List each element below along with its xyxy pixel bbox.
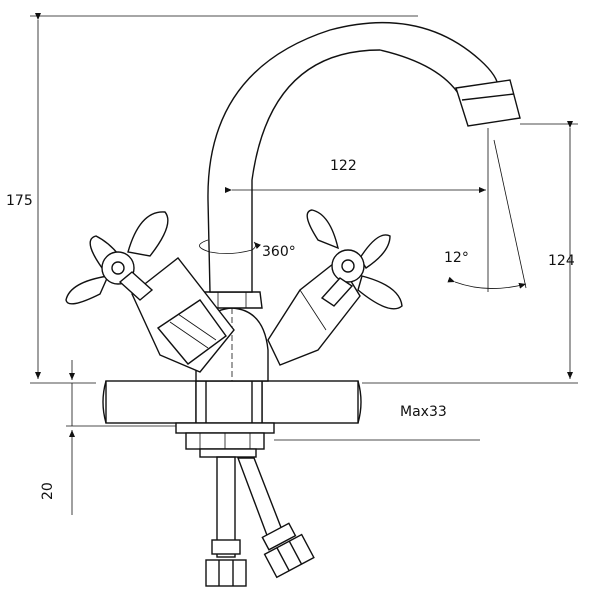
dimension-122-label: 122 xyxy=(330,158,357,174)
angle-12-label: 12° xyxy=(444,250,469,266)
rotation-label: 360° xyxy=(262,244,296,260)
angle-12: 12° xyxy=(444,139,527,289)
dimension-175: 175 xyxy=(6,13,418,384)
dimension-124: 124 xyxy=(362,121,578,384)
dimension-max33: Max33 xyxy=(274,404,480,441)
rotation-indicator: 360° xyxy=(199,239,296,260)
left-valve-housing xyxy=(131,257,235,373)
dimension-20-label: 20 xyxy=(40,482,56,500)
flexible-hoses xyxy=(205,456,315,587)
dimension-124-label: 124 xyxy=(548,253,575,269)
mounting-shank xyxy=(175,380,275,458)
dimension-max33-label: Max33 xyxy=(400,404,447,420)
left-cross-handle xyxy=(65,211,169,305)
dimension-122: 122 xyxy=(225,128,489,292)
right-cross-handle xyxy=(306,209,403,310)
dimension-175-label: 175 xyxy=(6,193,33,209)
dimension-20: 20 xyxy=(40,360,176,515)
faucet-spout xyxy=(207,21,521,293)
